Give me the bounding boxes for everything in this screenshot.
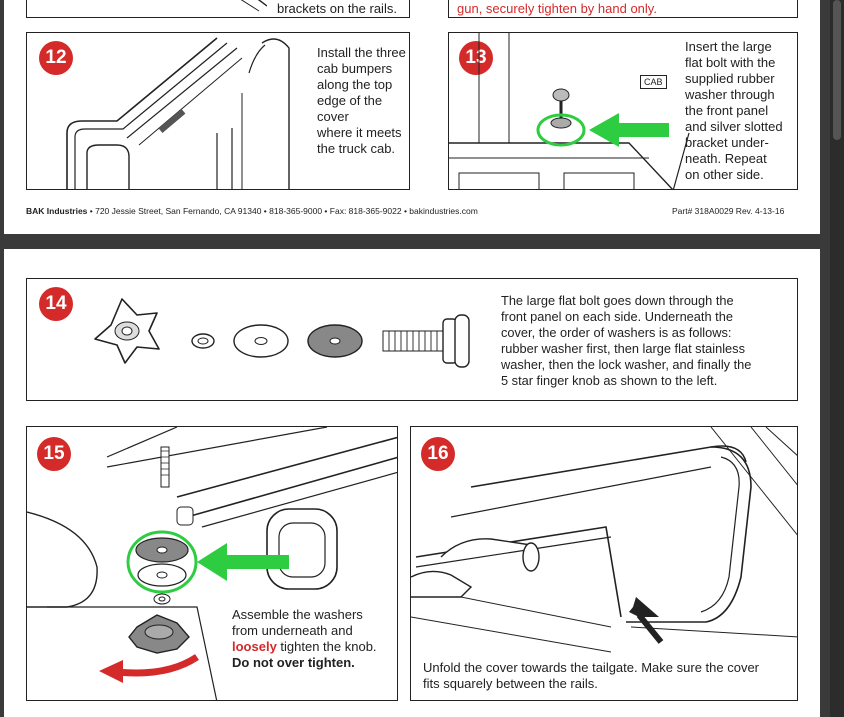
- step-15-panel: 15: [26, 426, 398, 701]
- divider-line: [672, 132, 690, 189]
- front-panel-bolt-illustration: [449, 33, 674, 189]
- step-13-badge: 13: [459, 41, 493, 75]
- warning-text: gun, securely tighten by hand only.: [457, 1, 657, 16]
- cab-label: CAB: [640, 75, 667, 89]
- step-16-badge: 16: [421, 437, 455, 471]
- loosely-emphasis: loosely: [232, 639, 277, 654]
- footer-contact: • 720 Jessie Street, San Fernando, CA 91…: [87, 206, 478, 216]
- footer-part-number: Part# 318A0029 Rev. 4-13-16: [672, 206, 785, 216]
- footer-address: BAK Industries • 720 Jessie Street, San …: [26, 206, 478, 216]
- cab-bumper-illustration: [66, 37, 290, 189]
- step-16-text: Unfold the cover towards the tailgate. M…: [423, 660, 760, 691]
- washer-order-illustration: [94, 298, 470, 368]
- scrollbar-thumb[interactable]: [833, 0, 841, 140]
- document-page-1: brackets on the rails. gun, securely tig…: [4, 0, 820, 234]
- footer-company: BAK Industries: [26, 206, 88, 216]
- step-12-badge: 12: [39, 41, 73, 75]
- tailgate-unfold-illustration: [411, 427, 797, 653]
- document-page-2: 14 The large flat bolt goes down through…: [4, 249, 820, 717]
- step-11-panel-tail: brackets on the rails.: [26, 0, 410, 18]
- washer-assembly-illustration: [27, 427, 397, 700]
- truck-illustration: [240, 0, 267, 12]
- step-15-text: Assemble the washers from underneath and…: [232, 607, 377, 670]
- step-14-text: The large flat bolt goes down through th…: [501, 293, 752, 388]
- step-warning-panel: gun, securely tighten by hand only.: [448, 0, 798, 18]
- step-15-badge: 15: [37, 437, 71, 471]
- step-14-badge: 14: [39, 287, 73, 321]
- vertical-scrollbar[interactable]: [830, 0, 844, 717]
- step-16-panel: 16 Unfold the cover towards the tailgate…: [410, 426, 798, 701]
- step-14-panel: 14 The large flat bolt goes down through…: [26, 278, 798, 401]
- step-11-text: brackets on the rails.: [277, 1, 397, 16]
